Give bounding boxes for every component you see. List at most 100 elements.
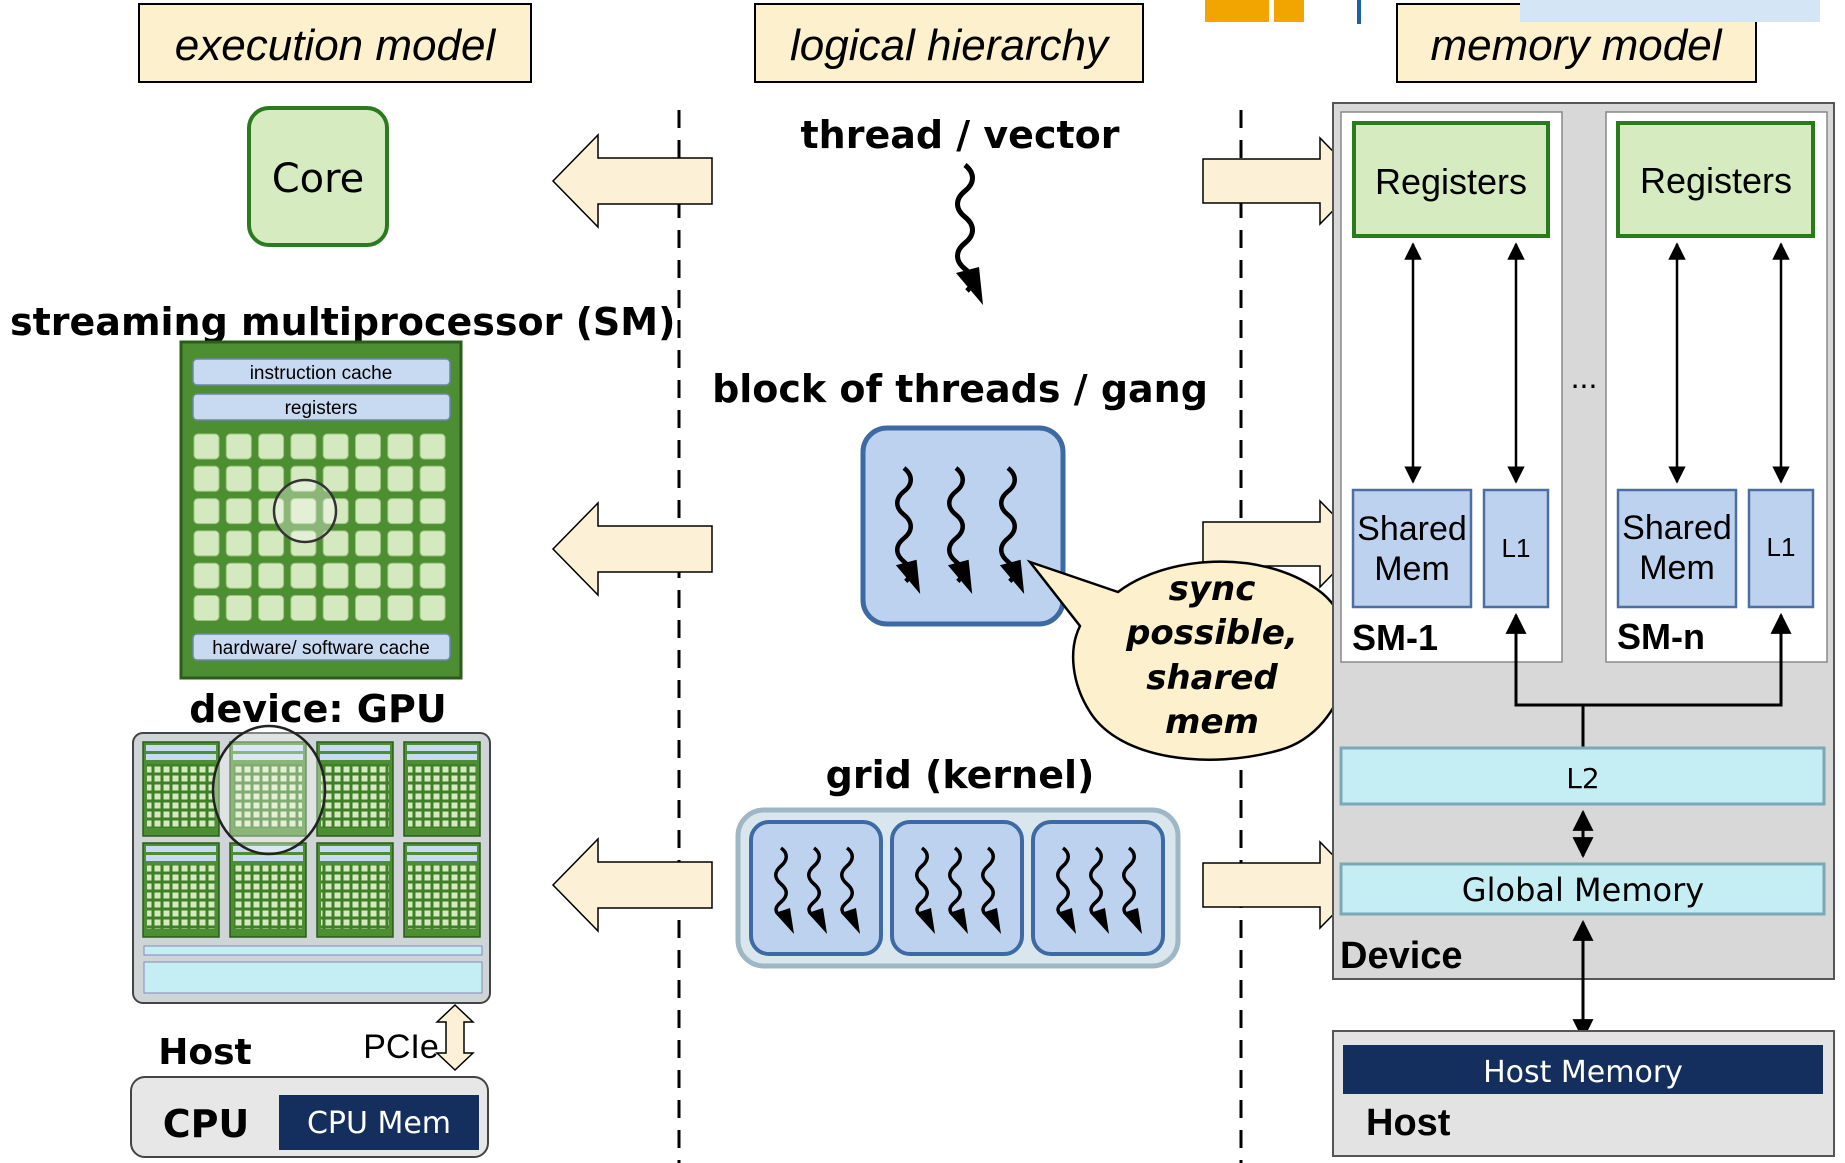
cpu-box: CPU CPU Mem [130,1076,489,1158]
sm-core-cell [193,498,220,525]
sm-core-cell [290,595,317,621]
grid-block [890,820,1024,956]
cpu-label: CPU [163,1102,250,1146]
callout-line-3: shared [1146,658,1278,698]
block-box [860,425,1066,627]
sm-core-cell [193,595,220,621]
sm-core-cell [419,595,446,621]
sm-core-cell [387,498,414,525]
arrow-left-grid [551,837,713,933]
pcie-label: PCIe [363,1028,439,1066]
sm-core-cell [355,498,381,525]
sm-core-cell [419,433,446,460]
core-box: Core [247,106,389,247]
sm-core-cell [355,595,381,621]
sm-core-cell [322,530,349,557]
header-logical-hierarchy: logical hierarchy [754,3,1144,83]
sm1-l1 [1482,488,1550,609]
host-memory-label: Host Memory [1483,1055,1683,1090]
core-label: Core [272,156,365,202]
sm-diagram: instruction cache registers hardware/ so… [179,340,463,680]
pcie-arrow [435,1003,475,1072]
sm-core-cell [290,433,317,460]
cpu-mem-label: CPU Mem [307,1106,451,1141]
smn-label: SM-n [1617,616,1705,657]
sm-core-cell [355,562,381,589]
gpu-sm-block [316,741,394,837]
sm-core-highlight [272,478,338,544]
sm-instruction-cache-label: instruction cache [250,363,393,384]
smn-shared-mem [1616,488,1738,609]
sm-core-cell [225,465,252,492]
sm-core-cell [225,595,252,621]
sm-core-cell [419,562,446,589]
gpu-diagram [132,724,491,1004]
sm-core-cell [258,562,285,589]
global-memory-label: Global Memory [1462,871,1704,909]
gpu-sm-block [142,842,220,938]
global-memory-box [1339,862,1826,916]
sm-core-cell [387,530,414,557]
sm-core-cell [225,530,252,557]
grid-box [735,807,1181,969]
cpu-mem-box [279,1095,479,1150]
sm-core-cell [387,562,414,589]
arrow-left-thread [551,133,713,229]
smn-registers [1616,121,1815,238]
gpu-sm-block [316,842,394,938]
sm-instruction-cache [192,358,451,386]
host-memory-box [1343,1045,1823,1094]
gpu-l2-bar [143,945,483,956]
sync-callout: sync possible, shared mem [1026,559,1350,761]
sm-core-cell [258,433,285,460]
sm1-l1-label: L1 [1502,533,1531,563]
sm1-registers-label: Registers [1375,161,1527,202]
l2-label: L2 [1566,762,1599,795]
sm-core-cell [290,530,317,557]
gpu-sm-block [142,741,220,837]
l1-to-l2-connector [1505,612,1792,707]
sm-core-cell [355,433,381,460]
memory-host-label: Host [1366,1102,1451,1144]
grid-block [1031,820,1165,956]
sm-ellipsis: ... [1571,359,1598,395]
callout-line-4: mem [1165,702,1259,742]
sm-core-cell [258,595,285,621]
sm-core-cell [225,562,252,589]
gpu-sm-block [403,842,481,938]
sm1-label: SM-1 [1352,617,1438,658]
sm1-registers [1352,121,1550,238]
sm1-shared-label-2: Mem [1374,550,1450,588]
grid-title: grid (kernel) [826,753,1095,797]
header-execution-model: execution model [138,3,532,83]
sm-core-cell [419,465,446,492]
sm-core-cell [290,562,317,589]
sm-core-cell [355,530,381,557]
grid-blocks [749,820,1165,956]
gpu-sm-block [229,741,307,837]
sm-hw-cache [192,633,451,661]
sm-core-cell [419,530,446,557]
sm-core-cell [290,498,317,525]
smn-l1 [1747,488,1815,609]
gpu-sm-block [403,741,481,837]
sm-core-cell [387,465,414,492]
sm-core-cell [322,562,349,589]
smn-registers-label: Registers [1640,160,1792,201]
header-logical-text: logical hierarchy [790,21,1111,70]
sm-core-cell [258,465,285,492]
sm-registers-label: registers [285,398,358,419]
sm-core-cell [322,465,349,492]
sm-core-cell [225,433,252,460]
header-execution-text: execution model [175,21,497,70]
sm1-shared-label-1: Shared [1357,510,1467,548]
gpu-sm-highlight [211,724,327,856]
gpu-sm-block [229,842,307,938]
sm-core-cell [387,595,414,621]
gpu-memory-bar [143,961,483,994]
sm-core-grid [193,433,446,621]
sm-core-cell [225,498,252,525]
block-title: block of threads / gang [712,367,1208,411]
sm-core-cell [258,498,285,525]
